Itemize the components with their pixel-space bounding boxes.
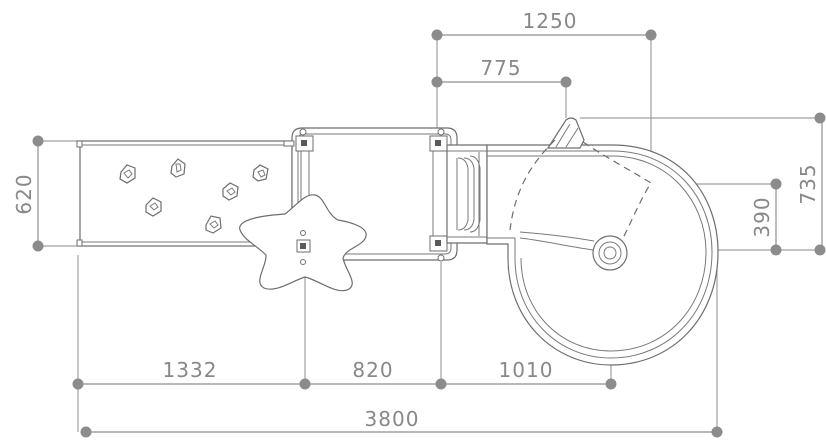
climbing-hold-icon <box>170 158 186 178</box>
climbing-hold-icon <box>205 215 222 234</box>
dim-label-slide: 1010 <box>499 358 554 382</box>
dim-label-platform: 820 <box>352 358 393 382</box>
dimension-segments: 1332 820 1010 <box>72 358 617 390</box>
dim-label-right-inner: 390 <box>750 196 774 237</box>
slide-entry <box>446 144 488 244</box>
dimension-top-width: 1250 <box>431 9 657 41</box>
dim-label-top-inner: 775 <box>480 56 521 80</box>
climbing-hold-icon <box>252 164 269 182</box>
star-roof <box>239 194 367 292</box>
spiral-slide <box>486 117 719 366</box>
dim-label-top-width: 1250 <box>523 9 578 33</box>
climbing-hold-icon <box>119 164 136 184</box>
climbing-hold-icon <box>145 197 162 217</box>
dimension-overall: 3800 <box>80 407 723 438</box>
dim-label-overall: 3800 <box>365 407 420 431</box>
dim-label-right-height: 735 <box>796 163 820 204</box>
climbing-hold-icon <box>222 182 239 201</box>
dimension-right-inner: 390 <box>750 178 782 256</box>
dim-label-climbing-wall: 1332 <box>163 358 218 382</box>
dimension-top-inner: 775 <box>431 56 572 88</box>
dim-label-left-wall: 620 <box>12 173 36 214</box>
dimension-right-height: 735 <box>796 112 826 256</box>
dimension-left-wall: 620 <box>12 135 44 252</box>
climbing-wall <box>76 140 293 247</box>
